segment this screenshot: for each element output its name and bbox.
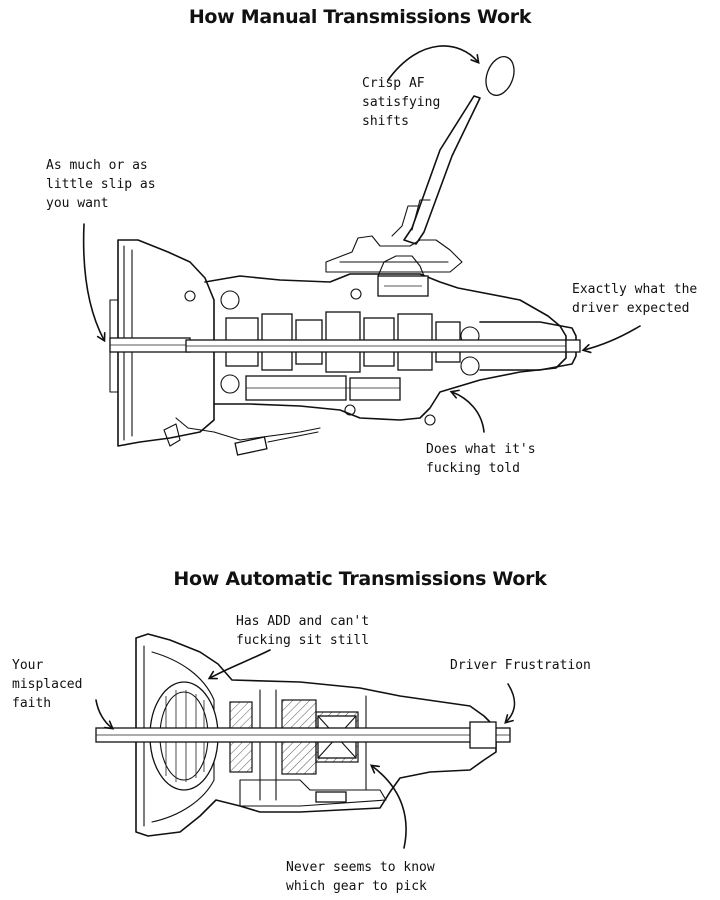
label-crisp-shifts: Crisp AF satisfying shifts — [362, 76, 441, 129]
label-slip: As much or as little slip as you want — [46, 158, 156, 211]
arrow-told — [449, 389, 485, 433]
automatic-transmission-drawing — [95, 633, 511, 837]
arrow-slip — [82, 223, 106, 343]
arrow-shifts — [387, 45, 480, 81]
label-does-what-told: Does what it's fucking told — [426, 442, 536, 476]
automatic-title: How Automatic Transmissions Work — [173, 568, 547, 590]
manual-title: How Manual Transmissions Work — [188, 6, 532, 28]
arrow-faith — [95, 699, 115, 730]
arrow-add — [207, 649, 271, 680]
label-misplaced-faith: Your misplaced faith — [12, 658, 83, 711]
manual-transmission-drawing — [109, 56, 581, 456]
label-driver-expected: Exactly what the driver expected — [572, 282, 698, 316]
label-driver-frustration: Driver Frustration — [450, 658, 591, 673]
arrow-frustration — [504, 683, 516, 724]
arrow-gear — [369, 764, 407, 849]
arrow-expected — [581, 325, 641, 354]
label-has-add: Has ADD and can't fucking sit still — [236, 614, 370, 648]
label-wrong-gear: Never seems to know which gear to pick — [286, 860, 435, 894]
